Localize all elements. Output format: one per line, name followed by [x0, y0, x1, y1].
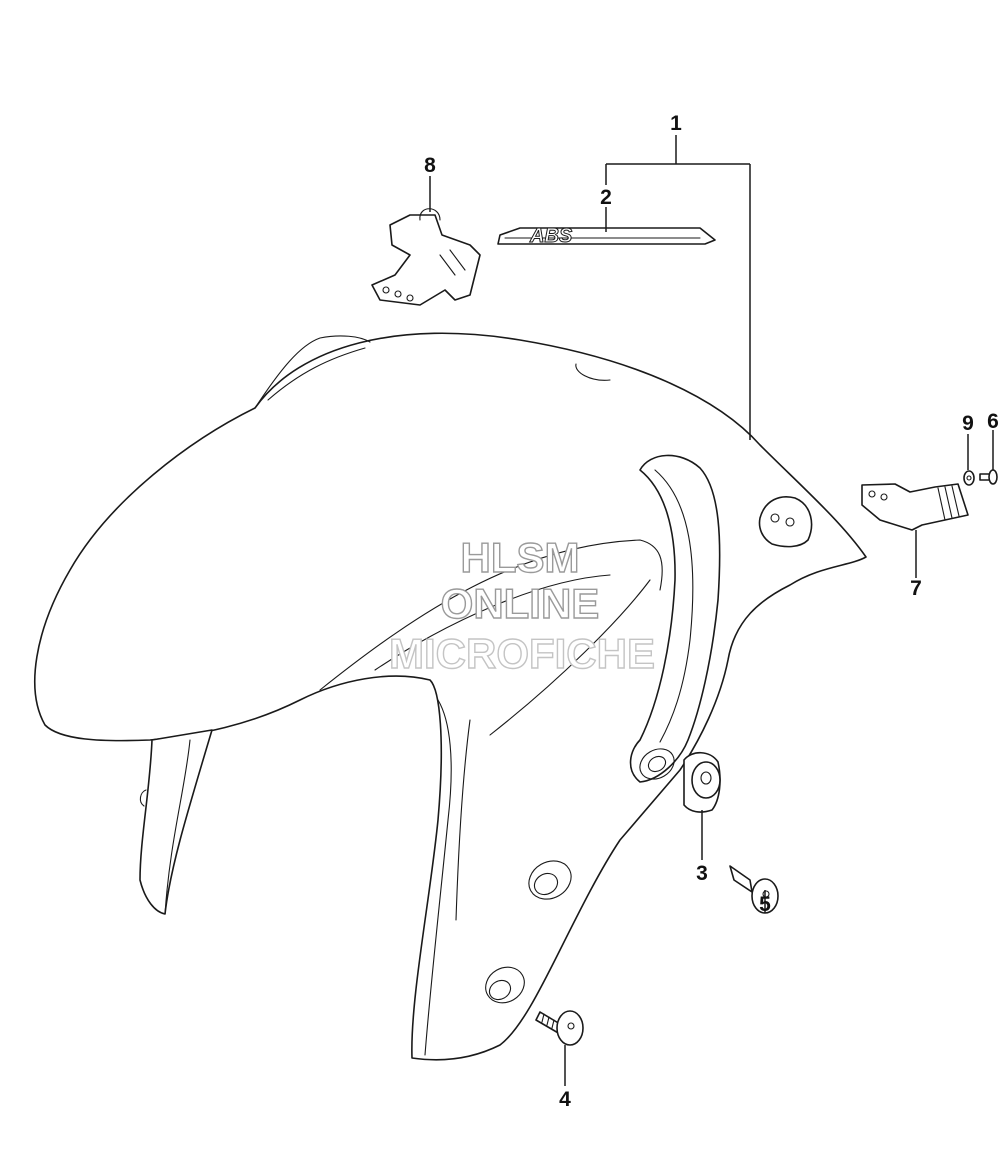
bracket-part-8: [371, 208, 481, 306]
callout-5: 5: [759, 893, 771, 916]
leader-lines: [429, 135, 994, 1086]
abs-emblem: ABS: [497, 225, 716, 248]
front-fender: [34, 332, 867, 1061]
abs-emblem-text: ABS: [529, 225, 573, 247]
callout-7: 7: [910, 577, 922, 600]
cushion-part-3: [683, 751, 721, 813]
washer-part-9: [963, 470, 975, 486]
callout-3: 3: [696, 862, 708, 885]
watermark-line-3: MICROFICHE: [389, 630, 655, 677]
callout-2: 2: [600, 186, 612, 209]
watermark: HLSM ONLINE MICROFICHE: [388, 533, 655, 677]
watermark-line-1: HLSM: [461, 534, 580, 581]
callout-6: 6: [987, 410, 999, 433]
callout-labels: 1 2 3 4 5 6 7 8 9: [424, 112, 999, 1111]
callout-8: 8: [424, 154, 436, 177]
callout-1: 1: [670, 112, 682, 135]
screw-part-4: [535, 1010, 584, 1046]
callout-9: 9: [962, 412, 974, 435]
watermark-line-2: ONLINE: [441, 580, 600, 627]
screw-part-6: [979, 469, 998, 485]
callout-4: 4: [559, 1088, 571, 1111]
bracket-part-7: [861, 483, 969, 531]
